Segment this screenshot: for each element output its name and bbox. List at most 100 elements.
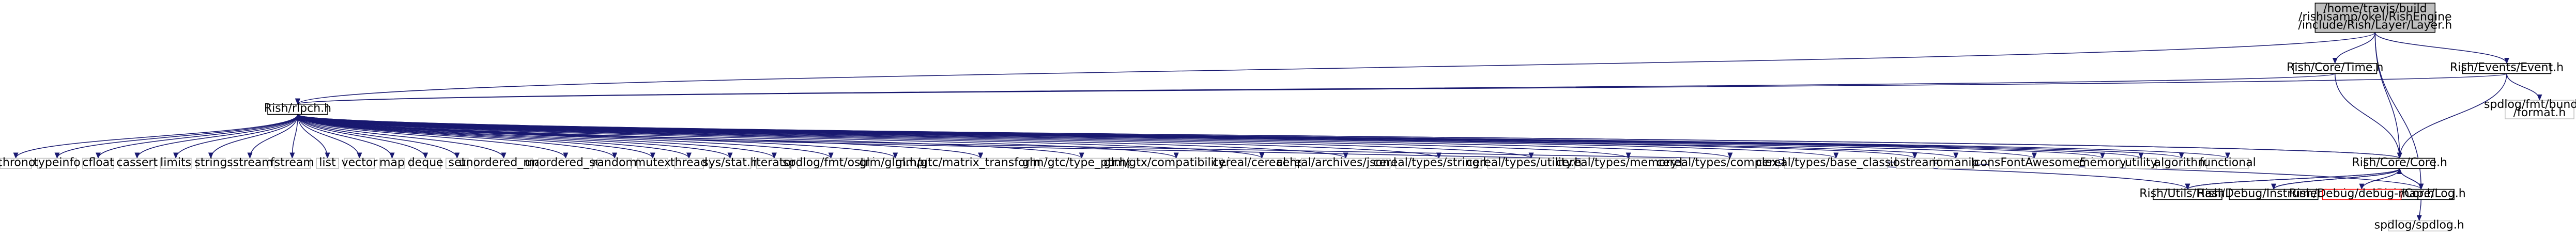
node-rishpch[interactable]: Rish/rlpch.h	[264, 102, 331, 115]
node-hash[interactable]: Rish/Utils/Hash.h	[2139, 187, 2235, 200]
node-set: set	[446, 156, 469, 169]
node-label-utility-0: utility	[2125, 156, 2157, 169]
node-label-root-2: /include/Rish/Layer/Layer.h	[2298, 19, 2452, 32]
node-debugmap[interactable]: Rish/Debug/debug-map.h	[2289, 187, 2434, 200]
node-box-sstream	[231, 158, 269, 169]
edge-root-to-core	[2374, 32, 2402, 159]
edge-rishpch-to-typeinfo	[54, 114, 298, 159]
node-core[interactable]: Rish/Core/Core.h	[2352, 156, 2447, 169]
node-deque: deque	[408, 156, 443, 169]
node-map: map	[379, 156, 405, 169]
node-label-cereal-base-0: cereal/types/base_class.hpp	[1756, 156, 1916, 169]
node-box-spdlog-fmt	[2505, 100, 2574, 119]
node-box-set	[446, 158, 469, 169]
node-box-glm-mt	[926, 158, 1035, 169]
node-box-glm-compat	[1129, 158, 1223, 169]
edge-event-to-rishpch	[296, 73, 2507, 105]
node-label-typeinfo-0: typeinfo	[34, 156, 80, 169]
edge-rishpch-to-log	[297, 114, 2424, 190]
node-label-cfloat-0: cfloat	[82, 156, 114, 169]
node-event[interactable]: Rish/Events/Event.h	[2450, 61, 2564, 74]
node-label-cassert-0: cassert	[116, 156, 158, 169]
node-label-time-0: Rish/Core/Time.h	[2287, 61, 2383, 74]
node-box-random	[597, 158, 632, 169]
node-box-mutex	[637, 158, 668, 169]
edge-rishpch-to-unordered-map	[297, 114, 507, 159]
edge-rishpch-to-cassert	[134, 114, 298, 159]
node-box-chrono	[0, 158, 32, 169]
node-box-event	[2462, 63, 2552, 74]
node-functional: functional	[2199, 156, 2256, 169]
node-label-glm-compat-0: glm/gtx/compatibility.hpp	[1103, 156, 1249, 169]
node-algorithm: algorithm	[2154, 156, 2209, 169]
node-label-random-0: random	[593, 156, 637, 169]
node-box-hash	[2153, 189, 2222, 200]
node-box-glm	[869, 158, 921, 169]
node-box-cfloat	[82, 158, 114, 169]
node-label-set-0: set	[449, 156, 466, 169]
node-label-functional-0: functional	[2199, 156, 2256, 169]
edge-root-to-event	[2374, 32, 2509, 64]
edge-rishpch-to-chrono	[13, 114, 298, 159]
edge-rishpch-to-limits	[173, 114, 298, 159]
node-box-cassert	[119, 158, 155, 169]
node-box-algorithm	[2162, 158, 2201, 169]
node-box-icons	[1989, 158, 2080, 169]
node-cereal-json: cereal/archives/json.hpp	[1277, 156, 1415, 169]
node-box-glm-tp	[1039, 158, 1124, 169]
node-time[interactable]: Rish/Core/Time.h	[2287, 61, 2383, 74]
node-label-cereal-0: cereal/cereal.hpp	[1213, 156, 1311, 169]
node-box-thread	[674, 158, 704, 169]
node-label-limits-0: limits	[160, 156, 191, 169]
node-box-limits	[160, 158, 192, 169]
node-label-cereal-memory-0: cereal/types/memory.hpp	[1556, 156, 1700, 169]
node-root[interactable]: /home/travis/build/rishisamp/okel/RishEn…	[2298, 2, 2452, 33]
node-box-vector	[344, 158, 375, 169]
node-label-event-0: Rish/Events/Event.h	[2450, 61, 2564, 74]
node-label-iterator-0: iterator	[753, 156, 796, 169]
edge-rishpch-to-spdlog-fmt-ostr	[297, 114, 834, 159]
node-box-deque	[410, 158, 441, 169]
node-label-spdlog-fmt-0: spdlog/fmt/bundled	[2484, 98, 2576, 111]
edge-rishpch-to-mutex	[297, 114, 655, 159]
edge-rishpch-to-string	[208, 114, 298, 159]
node-box-cereal-complex	[1681, 158, 1779, 169]
node-box-functional	[2206, 158, 2249, 169]
node-label-iomanip-0: iomanip	[1933, 156, 1979, 169]
edge-rishpch-to-cfloat	[96, 114, 298, 159]
edges-layer	[13, 32, 2542, 222]
node-label-list-0: list	[319, 156, 336, 169]
node-iostream: iostream	[1890, 156, 1940, 169]
node-label-glm-mt-0: glm/gtc/matrix_transform.hpp	[895, 156, 1066, 169]
node-label-unordered-map-0: unordered_map	[459, 156, 548, 169]
node-label-root-0: /home/travis/build	[2323, 2, 2427, 15]
node-label-mutex-0: mutex	[635, 156, 671, 169]
node-label-glm-tp-0: glm/gtc/type_ptr.hpp	[1022, 156, 1141, 169]
node-label-debugmap-0: Rish/Debug/debug-map.h	[2289, 187, 2434, 200]
edge-time-to-core	[2334, 73, 2402, 159]
node-box-unordered-map	[474, 158, 533, 169]
edge-rishpch-to-vector	[297, 114, 362, 159]
node-fstream: fstream	[270, 156, 314, 169]
node-box-cereal-json	[1301, 158, 1391, 169]
node-box-spdlog-fmt-ostr	[797, 158, 865, 169]
node-spdlog-fmt-ostr: spdlog/fmt/ostr.h	[783, 156, 879, 169]
node-box-cereal-utility	[1487, 158, 1575, 169]
node-box-iostream	[1896, 158, 1934, 169]
node-label-thread-0: thread	[670, 156, 708, 169]
node-label-unordered-set-0: unordered_set	[525, 156, 607, 169]
edge-rishpch-to-deque	[297, 114, 428, 159]
edge-rishpch-to-hash	[297, 114, 2190, 190]
node-cereal-string: cereal/types/string.hpp	[1373, 156, 1505, 169]
node-cereal-complex: cereal/types/complex.hpp	[1657, 156, 1804, 169]
node-box-map	[379, 158, 405, 169]
edge-rishpch-to-set	[297, 114, 460, 159]
edge-rishpch-to-random	[297, 114, 618, 159]
node-label-cereal-utility-0: cereal/types/utility.hpp	[1466, 156, 1596, 169]
node-typeinfo: typeinfo	[34, 156, 80, 169]
node-glm-tp: glm/gtc/type_ptr.hpp	[1022, 156, 1141, 169]
node-cereal-utility: cereal/types/utility.hpp	[1466, 156, 1596, 169]
node-box-unordered-set	[538, 158, 593, 169]
edge-rishpch-to-sstream	[247, 114, 298, 159]
node-cassert: cassert	[116, 156, 158, 169]
